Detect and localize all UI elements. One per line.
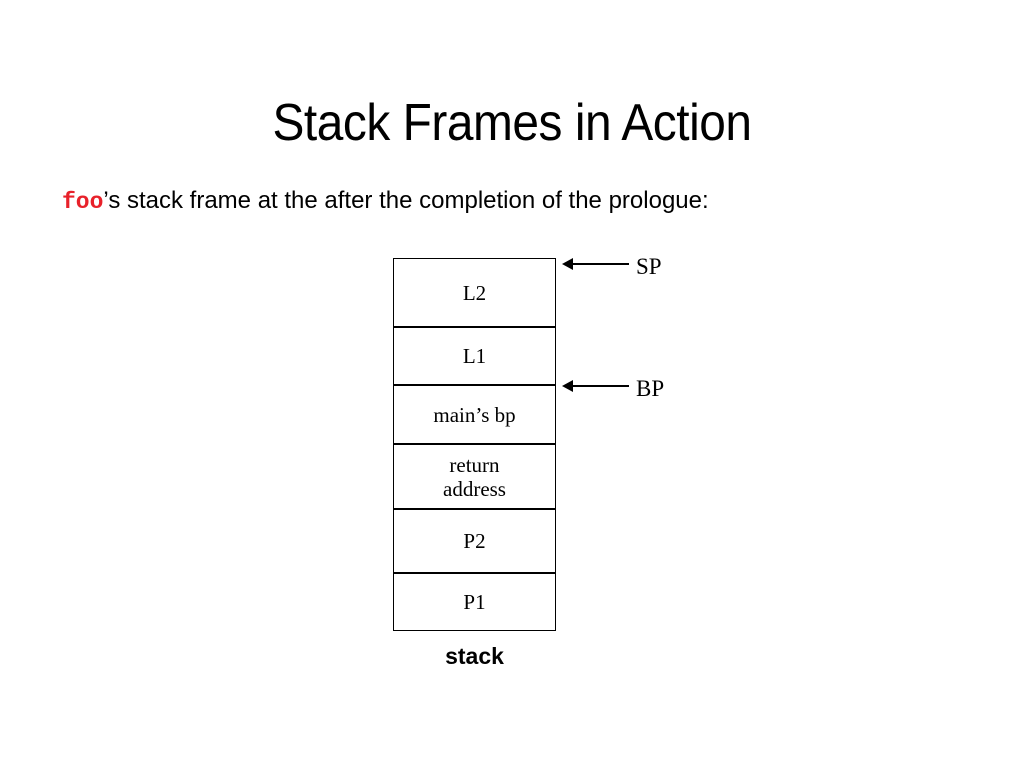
arrow-shaft — [570, 263, 629, 265]
stack-cell-label: return address — [443, 452, 506, 501]
subtitle-line: foo’s stack frame at the after the compl… — [62, 186, 709, 217]
stack-cell-return-address: return address — [393, 444, 556, 509]
code-identifier-foo: foo — [62, 189, 104, 215]
arrow-left-icon-sp — [562, 257, 629, 271]
stack-cell-label: main’s bp — [433, 402, 516, 427]
stack-cell-mains-bp: main’s bp — [393, 385, 556, 444]
page-title: Stack Frames in Action — [272, 93, 752, 152]
stack-cell-l1: L1 — [393, 327, 556, 385]
stack-cell-l2: L2 — [393, 258, 556, 327]
subtitle-text: ’s stack frame at the after the completi… — [103, 187, 709, 214]
stack-cell-label: P2 — [463, 529, 486, 553]
stack-cell-label: P1 — [463, 590, 486, 614]
stack-cell-p2: P2 — [393, 509, 556, 573]
arrow-shaft — [570, 385, 629, 387]
stack-caption: stack — [445, 643, 504, 669]
stack-cell-label: L2 — [462, 280, 487, 305]
stack-cell-p1: P1 — [393, 573, 556, 631]
stack-cell-label: L1 — [462, 344, 487, 368]
pointer-label-bp: BP — [636, 376, 665, 401]
arrow-left-icon-bp — [562, 379, 629, 393]
pointer-label-sp: SP — [636, 254, 662, 279]
arrowhead-icon — [562, 258, 573, 270]
arrowhead-icon — [562, 380, 573, 392]
stack-diagram: L2 L1 main’s bp return address P2 P1 — [393, 258, 556, 631]
